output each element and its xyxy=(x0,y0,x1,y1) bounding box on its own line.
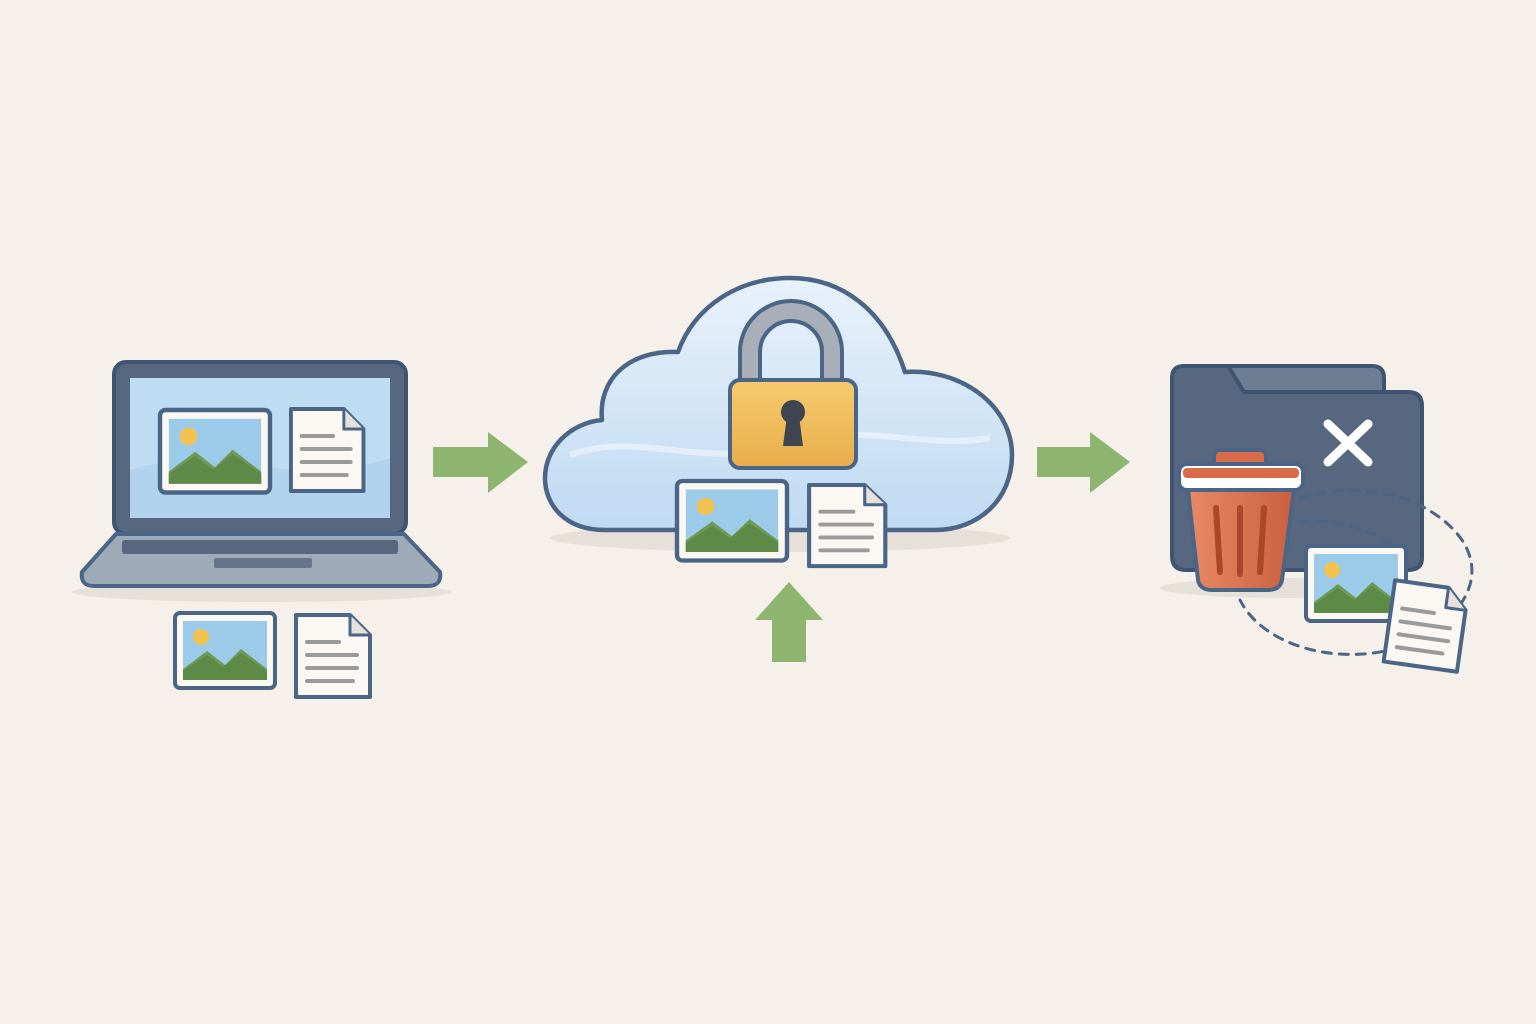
folder-trash-icon xyxy=(1160,364,1474,674)
document-icon xyxy=(294,613,372,699)
document-icon xyxy=(1381,578,1471,674)
trash-icon xyxy=(1177,448,1305,592)
photo-icon xyxy=(173,611,277,690)
close-icon xyxy=(1323,419,1373,467)
padlock-icon xyxy=(728,299,858,470)
arrow-right-icon xyxy=(433,432,528,493)
photo-icon xyxy=(677,481,787,561)
document-icon xyxy=(809,485,885,566)
arrow-right-icon xyxy=(1037,432,1130,493)
laptop-icon xyxy=(72,360,452,602)
arrow-up-icon xyxy=(755,582,823,662)
cloud-lock-icon xyxy=(542,275,1015,566)
